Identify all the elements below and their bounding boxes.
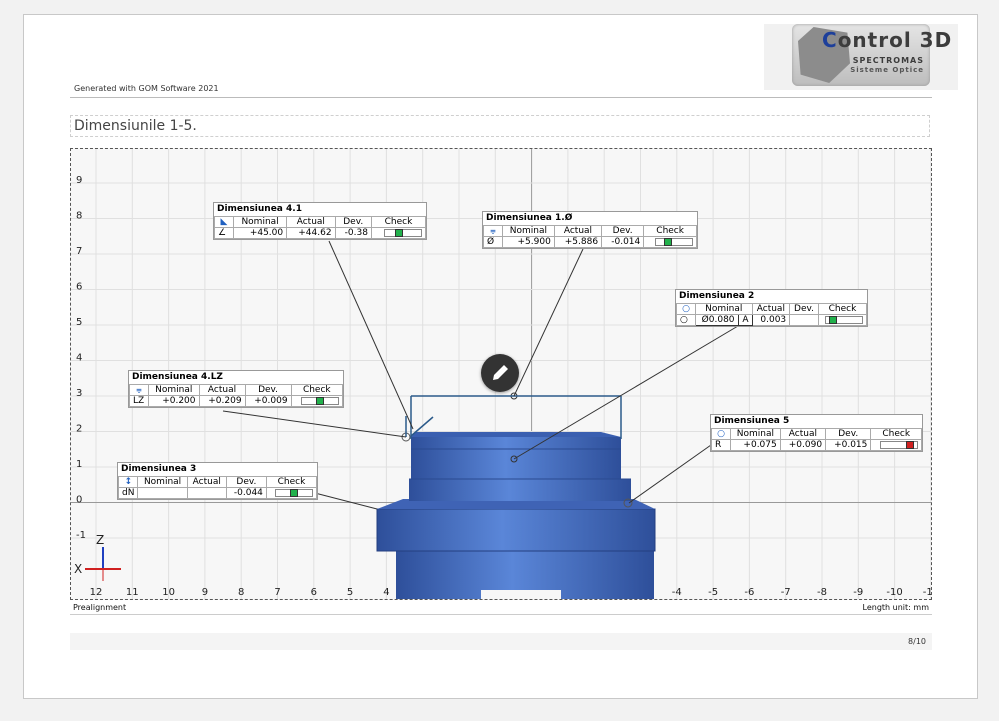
angle-icon: ◣ — [214, 216, 234, 228]
check-bar — [384, 228, 422, 237]
x-tick-label: 10 — [162, 587, 175, 598]
axis-triad — [85, 547, 121, 581]
check-bar — [655, 237, 693, 246]
length-unit-label: Length unit: mm — [862, 603, 929, 612]
x-tick-label: 6 — [311, 587, 317, 598]
company-logo: Control 3D SPECTROMAS Sisteme Optice — [764, 24, 958, 90]
x-tick-label: 4 — [383, 587, 389, 598]
y-tick-label: -1 — [76, 530, 86, 541]
y-tick-label: 8 — [76, 211, 82, 222]
part-flange-top — [377, 499, 655, 509]
circularity-icon: ○ — [676, 303, 696, 315]
x-tick-label: -9 — [853, 587, 863, 598]
check-bar — [301, 396, 339, 405]
diameter-icon: ⩦ — [483, 225, 503, 237]
part-notch — [481, 590, 561, 599]
y-tick-label: 2 — [76, 424, 82, 435]
page-number: 8/10 — [908, 637, 926, 646]
check-bar — [880, 440, 918, 449]
y-tick-label: 5 — [76, 317, 82, 328]
x-axis-label: X — [74, 562, 83, 576]
check-bar — [825, 315, 863, 324]
x-tick-label: 5 — [347, 587, 353, 598]
circle-icon: ○ — [711, 428, 731, 440]
y-tick-label: 6 — [76, 282, 82, 293]
y-tick-label: 9 — [76, 175, 82, 186]
x-tick-label: -11 — [923, 587, 932, 598]
edit-button[interactable] — [481, 354, 519, 392]
status-bar: Prealignment Length unit: mm — [70, 601, 932, 615]
height-icon: ↕ — [117, 476, 139, 488]
part-model[interactable] — [376, 392, 656, 600]
x-tick-label: 12 — [90, 587, 103, 598]
length-icon: ⩦ — [129, 384, 149, 396]
z-axis-label: Z — [96, 533, 105, 547]
y-tick-label: 7 — [76, 246, 82, 257]
prealignment-label: Prealignment — [73, 603, 127, 612]
x-tick-label: -7 — [781, 587, 791, 598]
y-tick-label: 4 — [76, 353, 82, 364]
check-bar — [275, 488, 313, 497]
part-collar-top — [411, 432, 621, 437]
x-tick-label: -4 — [672, 587, 682, 598]
pencil-icon — [493, 365, 508, 380]
x-tick-label: 11 — [126, 587, 139, 598]
header-divider — [70, 97, 932, 98]
dimension-annotations — [405, 395, 622, 439]
x-tick-label: -5 — [708, 587, 718, 598]
x-tick-label: -10 — [886, 587, 902, 598]
y-tick-label: 1 — [76, 459, 82, 470]
page-footer: 8/10 — [70, 633, 932, 650]
y-tick-label: 3 — [76, 388, 82, 399]
part-step — [409, 479, 631, 501]
x-tick-label: 8 — [238, 587, 244, 598]
leader-lines — [222, 240, 744, 510]
x-tick-label: 9 — [202, 587, 208, 598]
x-tick-label: 7 — [274, 587, 280, 598]
y-tick-label: 0 — [76, 495, 82, 506]
part-flange — [376, 508, 656, 552]
section-title: Dimensiunile 1-5. — [70, 115, 930, 137]
generated-note: Generated with GOM Software 2021 — [74, 84, 219, 93]
x-tick-label: -6 — [744, 587, 754, 598]
x-tick-label: -8 — [817, 587, 827, 598]
